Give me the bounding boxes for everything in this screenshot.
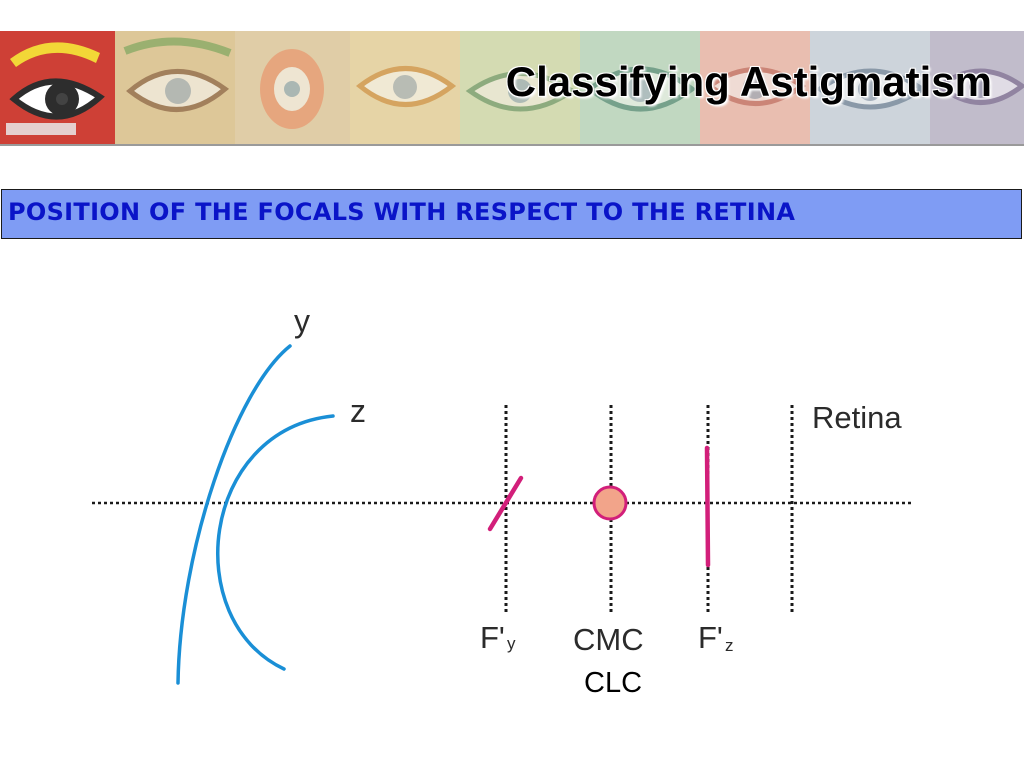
- fz-label-main: F': [698, 620, 723, 655]
- y-meridian-curve: [176, 344, 292, 685]
- cmc-label: CMC: [573, 622, 644, 657]
- subtitle-box: POSITION OF THE FOCALS WITH RESPECT TO T…: [1, 189, 1022, 239]
- z-meridian-curve: [215, 414, 335, 671]
- fy-focal-line: [487, 475, 524, 532]
- banner-divider: [0, 144, 1024, 146]
- header-banner: [0, 31, 1024, 144]
- y-axis-label: y: [294, 303, 310, 339]
- eye-art-illustration: [0, 31, 1024, 144]
- clc-circle: [592, 485, 628, 521]
- retina-label: Retina: [812, 400, 902, 435]
- z-axis-label: z: [350, 393, 366, 429]
- clc-label: CLC: [584, 667, 642, 699]
- fy-label-main: F': [480, 620, 505, 655]
- fy-label-sub: y: [507, 634, 516, 653]
- fz-focal-line: [704, 445, 711, 568]
- subtitle-text: POSITION OF THE FOCALS WITH RESPECT TO T…: [8, 198, 796, 226]
- page-title: Classifying Astigmatism: [505, 58, 992, 105]
- fz-label-sub: z: [725, 636, 734, 655]
